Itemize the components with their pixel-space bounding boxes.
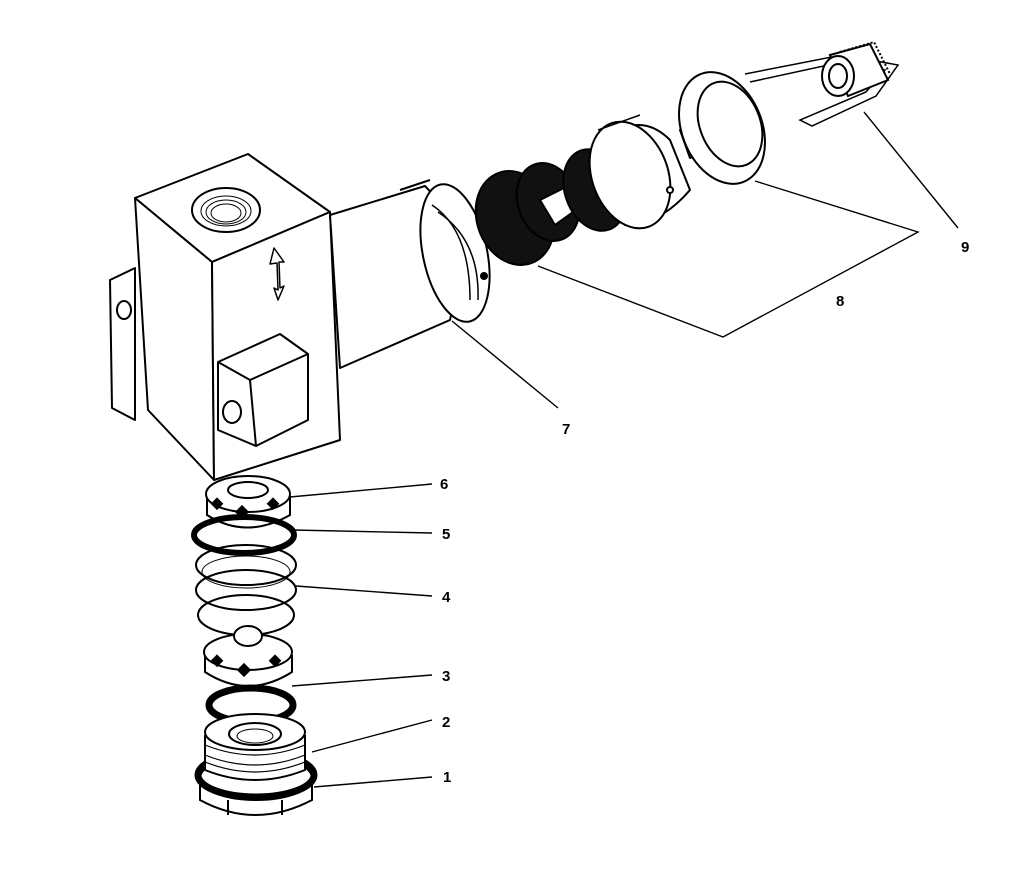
part-4-spring — [195, 544, 297, 636]
callout-5: 5 — [442, 526, 450, 543]
callout-6: 6 — [440, 476, 448, 493]
part-5-o-ring — [191, 514, 297, 556]
leader-lines — [289, 111, 959, 788]
part-1-2-plug-and-nut — [194, 713, 318, 816]
lower-valve-seat — [203, 625, 293, 687]
callout-4: 4 — [442, 589, 451, 606]
callout-labels: 1 2 3 4 5 6 7 8 9 — [440, 239, 969, 786]
callout-1: 1 — [443, 769, 451, 786]
valve-body — [109, 153, 491, 481]
callout-7: 7 — [562, 421, 570, 438]
callout-3: 3 — [442, 668, 450, 685]
part-9-cap-and-clip — [744, 40, 900, 127]
part-7-collar — [399, 179, 431, 191]
part-8-piston-assembly — [474, 71, 766, 266]
flow-arrow-icon — [269, 247, 285, 301]
callout-9: 9 — [961, 239, 969, 256]
callout-8: 8 — [836, 293, 844, 310]
callout-2: 2 — [442, 714, 450, 731]
